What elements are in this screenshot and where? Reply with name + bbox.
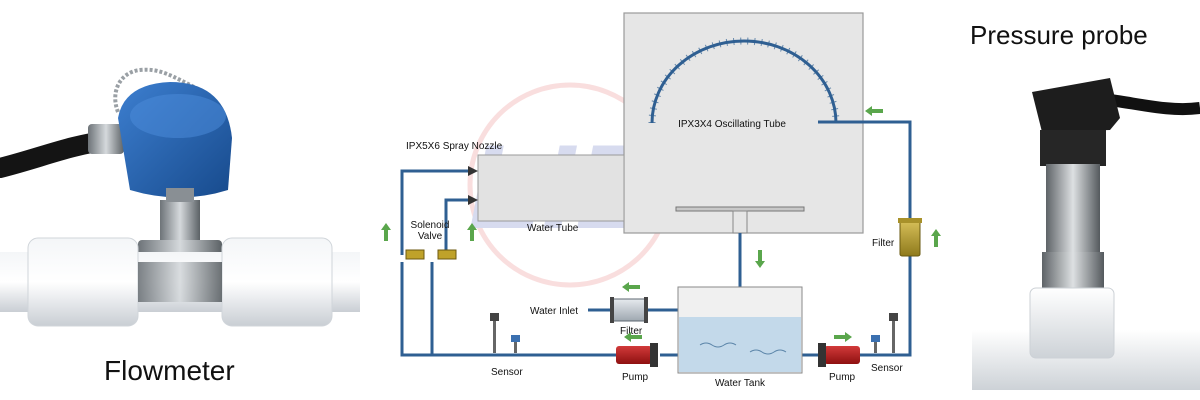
pressure-probe-panel: Pressure probe bbox=[960, 0, 1200, 400]
flow-arrow-up-right bbox=[931, 229, 941, 247]
filter-right-label: Filter bbox=[872, 238, 895, 249]
solenoid-valve-right bbox=[437, 249, 457, 260]
flow-arrow-down-drain bbox=[755, 250, 765, 268]
pump-right bbox=[824, 346, 860, 364]
solenoid-valve-label-line1: Solenoid bbox=[411, 220, 450, 231]
pipe-network bbox=[400, 120, 912, 357]
filter-inlet bbox=[611, 298, 647, 322]
flow-arrow-right-pump bbox=[834, 332, 852, 342]
sensor-right bbox=[871, 313, 898, 353]
filter-inlet-label: Filter bbox=[620, 326, 643, 337]
flowmeter-caption: Flowmeter bbox=[104, 355, 235, 386]
water-tank-label: Water Tank bbox=[715, 378, 766, 389]
oscillating-tube-label: IPX3X4 Oscillating Tube bbox=[678, 119, 786, 130]
pump-left bbox=[616, 346, 652, 364]
pump-left-label: Pump bbox=[622, 372, 649, 383]
sensor-right-label: Sensor bbox=[871, 363, 903, 374]
water-level bbox=[679, 317, 801, 372]
water-tube-label: Water Tube bbox=[527, 223, 579, 234]
oscillating-tube-arc bbox=[650, 39, 838, 124]
water-tube-box bbox=[477, 154, 625, 222]
pressure-probe-caption: Pressure probe bbox=[970, 20, 1148, 50]
pump-right-label: Pump bbox=[829, 372, 856, 383]
flow-arrow-up-left bbox=[381, 223, 391, 241]
turntable bbox=[675, 206, 805, 212]
flowmeter-panel: Flowmeter bbox=[0, 0, 360, 400]
water-inlet-label: Water Inlet bbox=[530, 306, 578, 317]
sensor-left bbox=[490, 313, 520, 353]
spray-nozzle-upper bbox=[468, 166, 478, 176]
flow-arrow-left-inlet bbox=[622, 282, 640, 292]
solenoid-valve-left bbox=[405, 249, 425, 260]
spray-nozzle-lower bbox=[468, 195, 478, 205]
sensor-left-label: Sensor bbox=[491, 367, 523, 378]
spray-nozzle-label: IPX5X6 Spray Nozzle bbox=[406, 141, 503, 152]
pressure-probe-photo bbox=[972, 78, 1200, 390]
solenoid-valve-label-line2: Valve bbox=[418, 231, 443, 242]
filter-right bbox=[899, 219, 921, 257]
flowmeter-photo bbox=[0, 67, 360, 327]
flow-arrow-left-top bbox=[865, 106, 883, 116]
